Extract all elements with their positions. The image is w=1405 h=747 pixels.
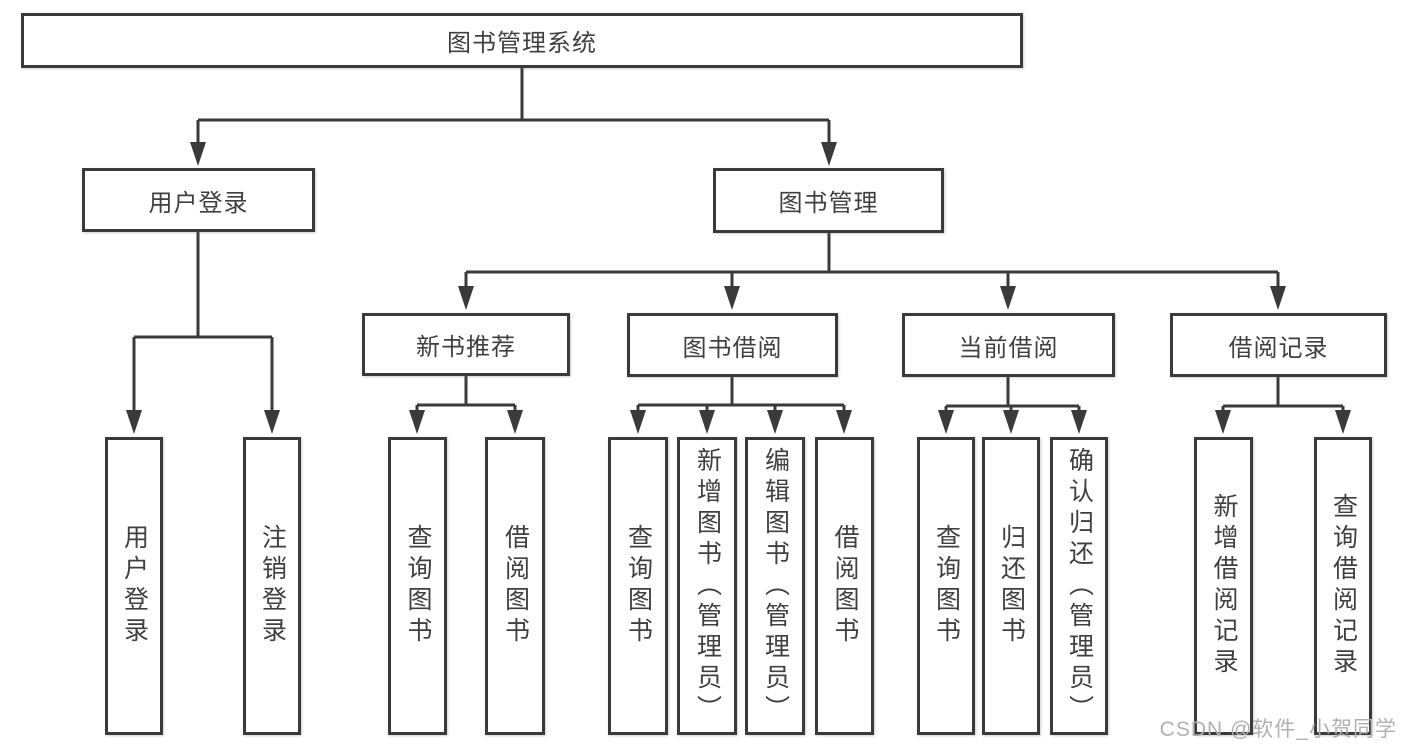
leaf-borrow-books: 借阅图书 <box>815 437 874 735</box>
node-current-borrow: 当前借阅 <box>902 313 1115 377</box>
connector-user-login-leaves <box>126 232 280 434</box>
node-new-book-recommend: 新书推荐 <box>362 313 570 376</box>
leaf-query-books-recommend: 查询图书 <box>388 437 447 735</box>
connector-book-borrow-leaves <box>630 377 852 434</box>
leaf-query-books-borrow: 查询图书 <box>608 437 668 735</box>
leaf-add-books-admin: 新增图书（管理员） <box>677 437 737 735</box>
node-library-management-system: 图书管理系统 <box>21 13 1023 68</box>
leaf-query-books-current: 查询图书 <box>917 437 975 735</box>
leaf-add-borrow-record: 新增借阅记录 <box>1194 437 1253 735</box>
node-user-login: 用户登录 <box>82 168 315 232</box>
csdn-watermark: CSDN @软件_小贺同学 <box>1159 718 1397 741</box>
leaf-query-borrow-record: 查询借阅记录 <box>1314 437 1372 735</box>
leaf-logout: 注销登录 <box>243 437 301 735</box>
leaf-confirm-return-admin: 确认归还（管理员） <box>1050 437 1108 735</box>
connector-root-to-level2 <box>190 68 837 166</box>
node-borrow-records: 借阅记录 <box>1170 313 1387 377</box>
node-book-management: 图书管理 <box>713 168 944 233</box>
leaf-user-login: 用户登录 <box>105 437 163 735</box>
node-book-borrow: 图书借阅 <box>627 313 838 377</box>
leaf-return-books: 归还图书 <box>982 437 1040 735</box>
connector-current-borrow-leaves <box>938 377 1087 434</box>
connector-book-mgmt-to-level3 <box>458 233 1286 310</box>
leaf-borrow-books-recommend: 借阅图书 <box>485 437 545 735</box>
leaf-edit-books-admin: 编辑图书（管理员） <box>745 437 805 735</box>
connector-new-book-leaves <box>409 376 523 434</box>
connector-borrow-records-leaves <box>1215 377 1351 434</box>
